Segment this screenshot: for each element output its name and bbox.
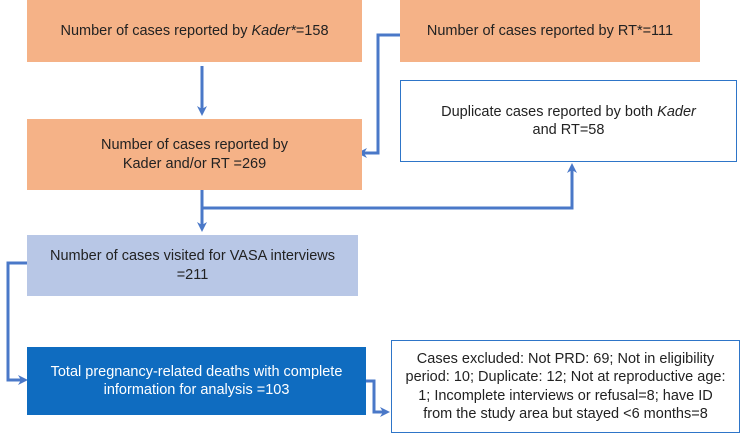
visited-box: Number of cases visited for VASA intervi…: [27, 235, 358, 296]
combined-line2: Kader and/or RT =269: [122, 155, 267, 172]
excluded-line2: period: 10; Duplicate: 12; Not at reprod…: [405, 369, 726, 386]
excluded-box: Cases excluded: Not PRD: 69; Not in elig…: [391, 340, 740, 433]
arrow-visited-to-total: [6, 261, 28, 385]
excluded-line3: 1; Incomplete interviews or refusal=8; h…: [418, 387, 713, 404]
kader-box: Number of cases reported by Kader*=158: [27, 0, 362, 62]
arrow-total-to-excluded: [366, 379, 390, 417]
combined-line1: Number of cases reported by: [101, 137, 288, 154]
arrow-combined-to-duplicate: [202, 163, 577, 210]
excluded-line1: Cases excluded: Not PRD: 69; Not in elig…: [416, 351, 715, 368]
arrow-rt-to-combined: [357, 33, 400, 158]
duplicate-box: Duplicate cases reported by both Kader a…: [400, 80, 737, 162]
visited-line2: =211: [176, 266, 209, 283]
rt-box: Number of cases reported by RT*=111: [400, 0, 700, 62]
total-line2: information for analysis =103: [103, 382, 290, 398]
rt-text: Number of cases reported by RT*=111: [426, 22, 674, 39]
visited-line1: Number of cases visited for VASA intervi…: [49, 248, 335, 265]
excluded-line4: from the study area but stayed <6 months…: [423, 405, 708, 422]
duplicate-line1: Duplicate cases reported by both Kader: [441, 103, 696, 120]
duplicate-line2: and RT=58: [532, 122, 605, 138]
total-box: Total pregnancy-related deaths with comp…: [27, 347, 366, 415]
kader-text: Number of cases reported by Kader*=158: [60, 22, 329, 39]
total-line1: Total pregnancy-related deaths with comp…: [50, 363, 343, 380]
combined-box: Number of cases reported by Kader and/or…: [27, 119, 362, 190]
